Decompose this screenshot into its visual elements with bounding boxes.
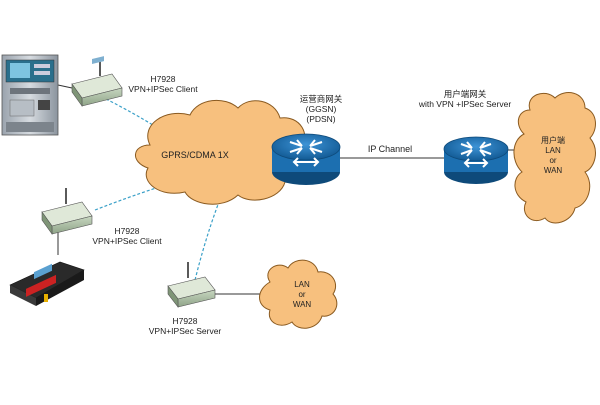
lan-cloud-line3: WAN: [292, 300, 312, 309]
user-gateway-subtitle: with VPN +IPSec Server: [418, 99, 512, 109]
user-gateway-label: 用户端网关 with VPN +IPSec Server: [410, 89, 520, 109]
ip-channel-label: IP Channel: [368, 144, 412, 154]
user-cloud-line4: WAN: [543, 166, 563, 175]
modem-client-1-icon: [71, 56, 123, 107]
client-2-model: H7928: [114, 226, 140, 236]
operator-router-icon: [271, 133, 341, 185]
cloud-label: GPRS/CDMA 1X: [161, 150, 229, 160]
client-1-model: H7928: [150, 74, 176, 84]
operator-gateway-line1: (GGSN): [305, 104, 337, 114]
modem-server-icon: [167, 262, 216, 308]
user-cloud-line2: LAN: [545, 146, 561, 155]
user-gateway-router-icon: [443, 136, 509, 184]
operator-gateway-label: 运营商网关 (GGSN) (PDSN): [286, 94, 356, 124]
cloud-lan-wan: [259, 259, 338, 329]
atm-machine-icon: [1, 54, 59, 136]
operator-gateway-title: 运营商网关: [299, 94, 343, 104]
user-gateway-title: 用户端网关: [443, 89, 487, 99]
user-cloud-line3: or: [549, 156, 557, 165]
client-1-mode: VPN+IPSec Client: [128, 84, 198, 94]
server-device-mode: VPN+IPSec Server: [148, 326, 222, 336]
atm-to-modem-line: [57, 84, 73, 89]
cloud-user-side: [513, 92, 596, 224]
operator-gateway-line2: (PDSN): [306, 114, 336, 124]
client-1-label: H7928 VPN+IPSec Client: [118, 74, 208, 94]
modem-client-2-icon: [41, 188, 93, 235]
lan-cloud-text: LAN or WAN: [282, 280, 322, 310]
lan-cloud-line1: LAN: [294, 280, 310, 289]
server-device-label: H7928 VPN+IPSec Server: [135, 316, 235, 336]
lan-cloud-line2: or: [298, 290, 306, 299]
pos-terminal-icon: [9, 261, 85, 306]
server-device-model: H7928: [172, 316, 198, 326]
client-2-label: H7928 VPN+IPSec Client: [82, 226, 172, 246]
user-cloud-text: 用户端 LAN or WAN: [533, 136, 573, 176]
user-cloud-line1: 用户端: [541, 136, 565, 145]
client-2-mode: VPN+IPSec Client: [92, 236, 162, 246]
